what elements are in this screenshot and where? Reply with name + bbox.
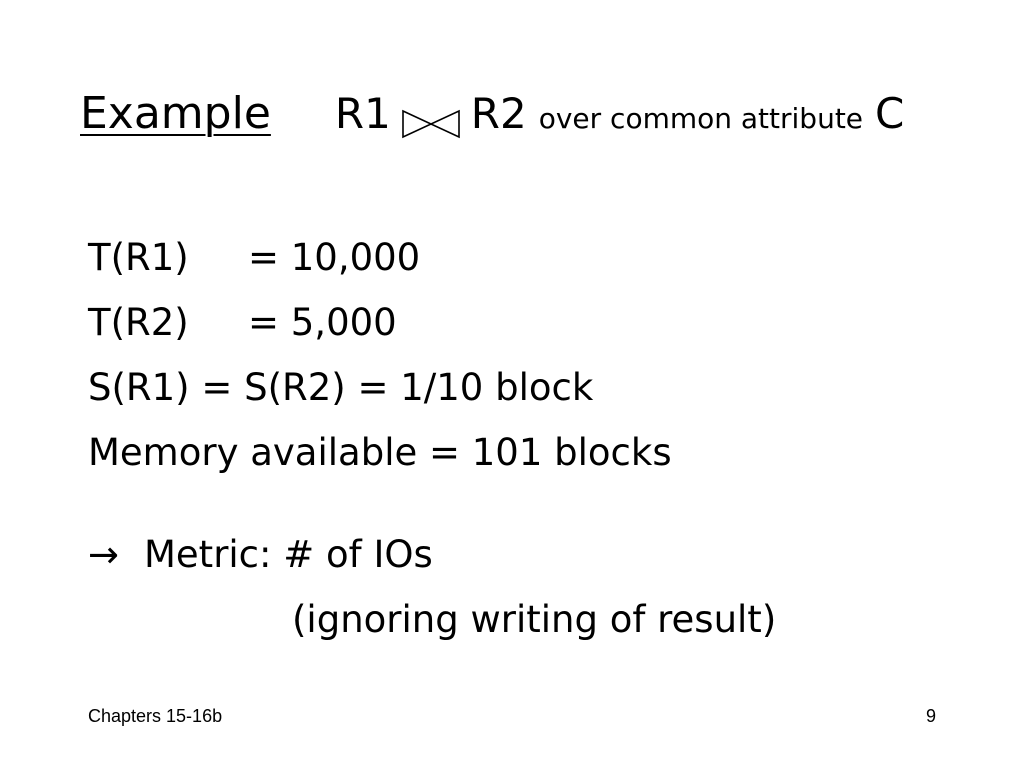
memory-line: Memory available = 101 blocks <box>88 431 672 474</box>
metric-text: Metric: # of IOs <box>144 533 433 576</box>
footer-page-number: 9 <box>926 706 937 726</box>
tuple-count-r2: T(R2) = 5,000 <box>88 301 397 344</box>
title-left-relation: R1 <box>334 89 391 138</box>
tuple-count-r2-value: = 5,000 <box>248 301 397 344</box>
metric-line: → Metric: # of IOs <box>88 533 433 576</box>
footer-chapter: Chapters 15-16b <box>88 706 223 726</box>
tuple-size-line: S(R1) = S(R2) = 1/10 block <box>88 366 594 409</box>
tuple-count-r1: T(R1) = 10,000 <box>88 236 420 279</box>
tuple-count-r1-label: T(R1) <box>88 236 189 279</box>
slide-title: Example R1 R2 over common attribute C <box>80 88 904 148</box>
title-right-relation: R2 <box>470 89 527 138</box>
title-over-text: over common attribute <box>538 102 864 135</box>
tuple-count-r2-label: T(R2) <box>88 301 189 344</box>
title-attribute: C <box>875 89 905 138</box>
natural-join-icon <box>399 109 463 139</box>
title-example: Example <box>80 88 271 139</box>
arrow-right-icon: → <box>88 533 120 576</box>
metric-note: (ignoring writing of result) <box>292 598 777 641</box>
tuple-count-r1-value: = 10,000 <box>248 236 421 279</box>
